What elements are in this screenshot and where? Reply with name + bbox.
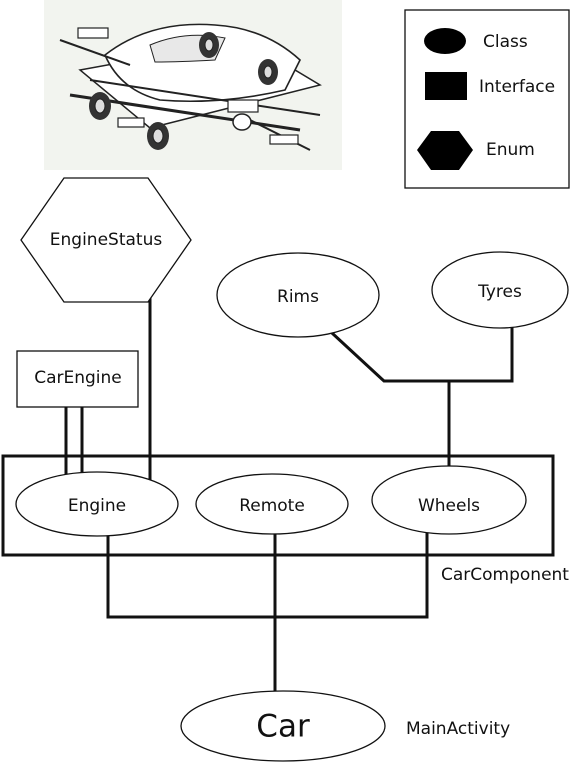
legend-ellipse-icon <box>424 28 466 54</box>
wheel-icon <box>89 92 111 120</box>
rims-class: Rims <box>216 252 380 338</box>
legend-rectangle-icon <box>425 72 467 100</box>
wheel-icon <box>258 59 278 85</box>
remote-label: Remote <box>239 496 305 516</box>
carengine-label: CarEngine <box>34 368 122 388</box>
remote-class: Remote <box>195 473 349 535</box>
legend: Class Interface Enum <box>404 9 570 189</box>
carengine-interface: CarEngine <box>16 350 139 408</box>
rims-label: Rims <box>277 287 319 307</box>
engine-class: Engine <box>15 471 179 537</box>
tyres-class: Tyres <box>431 251 569 329</box>
wheels-class: Wheels <box>371 465 527 535</box>
legend-label-enum: Enum <box>486 140 535 160</box>
wheel-icon <box>199 32 219 58</box>
tyres-label: Tyres <box>477 282 522 302</box>
components-bus-link <box>106 530 429 619</box>
carcomponent-label: CarComponent <box>441 565 569 585</box>
wheel-icon <box>147 122 169 150</box>
legend-label-interface: Interface <box>479 77 555 97</box>
car-illustration <box>44 0 342 170</box>
enginestatus-enum: EngineStatus <box>20 177 192 303</box>
car-label: Car <box>256 709 310 745</box>
legend-label-class: Class <box>483 32 528 52</box>
connector-lines <box>64 296 514 696</box>
car-class: Car <box>180 690 386 762</box>
engine-label: Engine <box>68 496 126 516</box>
enginestatus-label: EngineStatus <box>50 230 163 250</box>
rims-tyres-link <box>329 322 514 383</box>
wheels-label: Wheels <box>418 496 480 516</box>
mainactivity-label: MainActivity <box>406 719 510 739</box>
legend-hexagon-icon <box>417 131 473 170</box>
carcomponent-group: CarComponent <box>1 454 569 585</box>
